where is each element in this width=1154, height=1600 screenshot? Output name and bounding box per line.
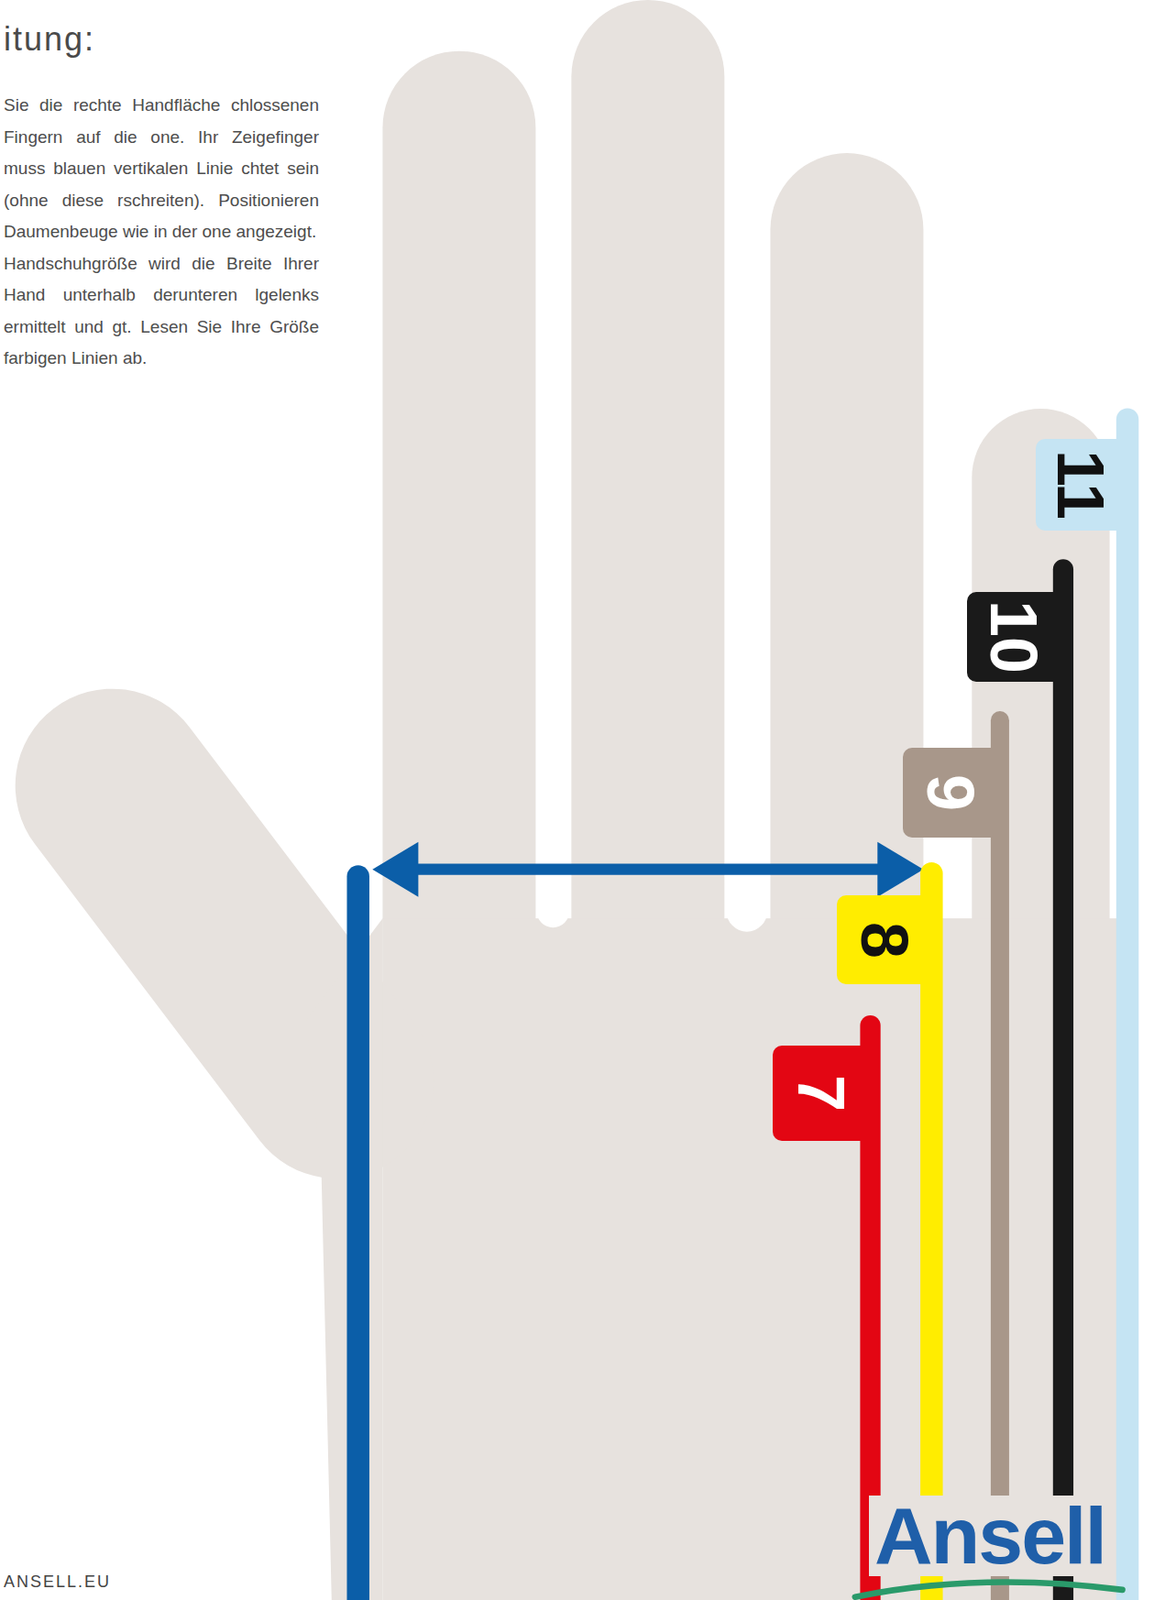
brand-logo: Ansell bbox=[868, 1495, 1111, 1577]
size-number: 10 bbox=[980, 600, 1047, 674]
finger-gap bbox=[726, 0, 769, 912]
size-line bbox=[990, 711, 1010, 1600]
size-tab: 10 bbox=[967, 592, 1061, 682]
size-number: 8 bbox=[851, 922, 918, 959]
measure-lines bbox=[346, 407, 1139, 1600]
arrow-head bbox=[372, 842, 418, 898]
size-tab: 9 bbox=[902, 747, 999, 838]
logo-swoosh bbox=[855, 1582, 1123, 1597]
size-tab: 8 bbox=[836, 895, 933, 985]
thumb bbox=[111, 785, 337, 1082]
size-number: 11 bbox=[1047, 450, 1114, 520]
blue-guide-line bbox=[346, 865, 369, 1600]
finger-gap bbox=[537, 0, 571, 912]
size-number: 7 bbox=[788, 1075, 855, 1112]
website: ANSELL.EU bbox=[3, 1572, 111, 1593]
size-tab: 7 bbox=[772, 1045, 871, 1142]
size-line bbox=[1053, 559, 1074, 1600]
instruction-text: Handschuhgröße wird die Breite Ihrer Han… bbox=[3, 248, 319, 375]
size-number: 9 bbox=[917, 774, 984, 812]
instruction-text: Sie die rechte Handfläche chlossenen Fin… bbox=[3, 89, 319, 249]
heading: itung: bbox=[3, 20, 96, 59]
hand-side bbox=[306, 918, 383, 1600]
arrow-head bbox=[877, 842, 924, 898]
width-arrow bbox=[403, 864, 893, 876]
size-tab: 11 bbox=[1035, 439, 1126, 531]
size-line bbox=[1116, 407, 1139, 1600]
finger bbox=[571, 76, 725, 980]
